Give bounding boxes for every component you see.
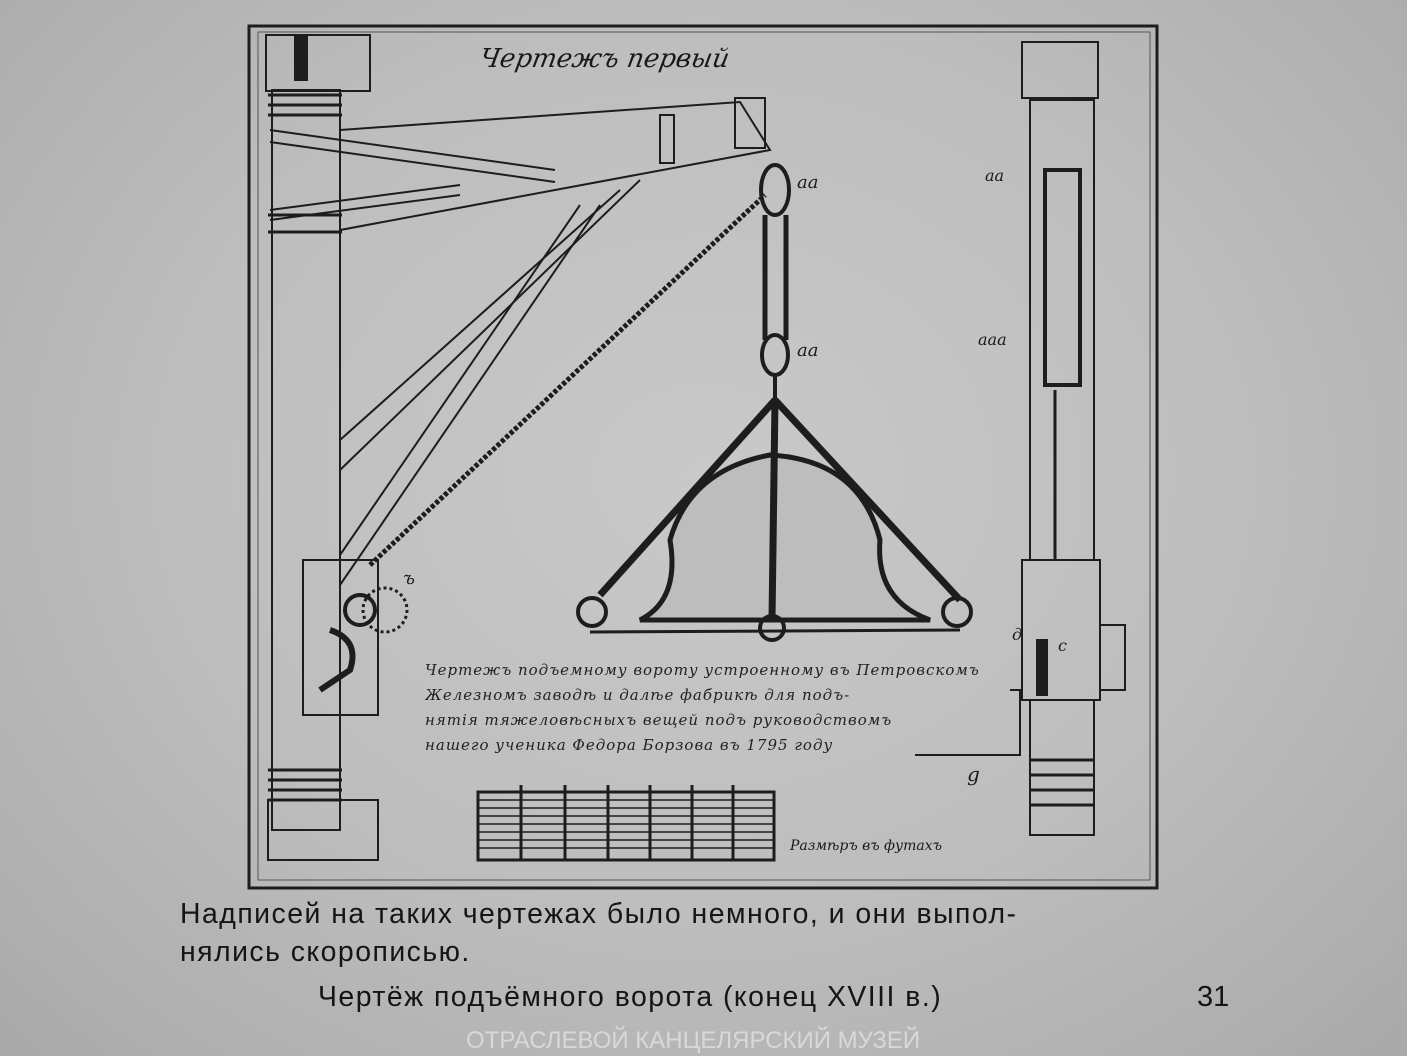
side-view [915,41,1126,836]
watermark: ОТРАСЛЕВОЙ КАНЦЕЛЯРСКИЙ МУЗЕЙ [466,1027,921,1054]
crane-post [265,34,379,861]
page-number: 31 [1197,981,1230,1013]
note-line: нашего ученика Федора Борзова въ 1795 го… [425,736,834,754]
caption-line-2: нялись скорописью. [180,936,471,968]
winch [302,559,409,716]
label-side-lower: aaa [978,330,1007,349]
scale-bar [476,785,776,862]
label-side-c: c [1058,636,1067,655]
note-line: нятія тяжеловѣсныхъ вещей подъ руководст… [425,711,893,729]
pulley-block [759,163,791,400]
figure-title: Чертёж подъёмного ворота (конец XVIII в.… [318,981,943,1013]
bell [576,397,973,642]
label-upper-block: aa [797,172,819,193]
note-line: Железномъ заводѣ и далѣе фабрикѣ для под… [425,686,851,704]
inner-frame [257,31,1151,881]
label-side-d: д [1012,625,1023,644]
caption-line-1: Надписей на таких чертежах было немного,… [180,898,1018,930]
rope [368,193,767,567]
label-gear: ъ [403,568,415,589]
label-side-upper: aa [985,166,1005,185]
handwritten-note: Чертежъ подъемному вороту устроенному въ… [425,658,1025,758]
label-lower-block: aa [797,340,819,361]
scale-label: Размѣръ въ футахъ [790,838,942,854]
drawing-title: Чертежъ первый [477,44,732,74]
drawing-frame [247,24,1159,890]
note-line: Чертежъ подъемному вороту устроенному въ… [425,661,980,679]
label-bracket-g: g [967,762,980,786]
crane-boom [269,97,772,586]
